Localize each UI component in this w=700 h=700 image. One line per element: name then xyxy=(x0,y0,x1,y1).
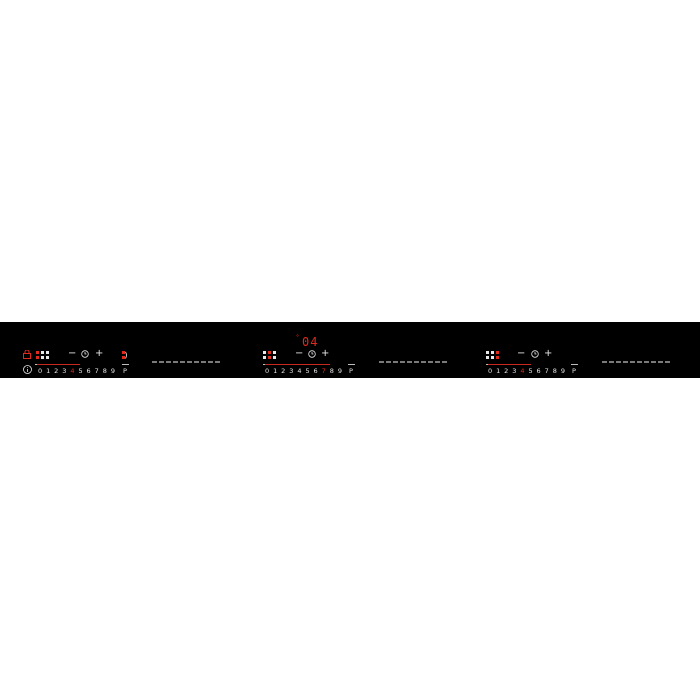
level-9[interactable]: 9 xyxy=(110,367,115,375)
minus-button[interactable]: − xyxy=(295,348,304,359)
zone-indicator-dashes xyxy=(602,361,670,363)
timer-icon[interactable] xyxy=(531,350,539,358)
level-6[interactable]: 6 xyxy=(86,367,91,375)
level-7[interactable]: 7 xyxy=(544,367,549,375)
level-5[interactable]: 5 xyxy=(305,367,310,375)
level-3[interactable]: 3 xyxy=(62,367,67,375)
level-1[interactable]: 1 xyxy=(46,367,51,375)
level-3[interactable]: 3 xyxy=(512,367,517,375)
level-5[interactable]: 5 xyxy=(528,367,533,375)
level-6[interactable]: 6 xyxy=(536,367,541,375)
level-4[interactable]: 4 xyxy=(70,367,75,375)
plus-button[interactable]: + xyxy=(321,348,330,359)
display-indicator: ° xyxy=(296,334,299,341)
level-2[interactable]: 2 xyxy=(281,367,286,375)
zone-select-icon[interactable] xyxy=(263,351,278,361)
power-boost-button[interactable]: P xyxy=(349,367,353,375)
power-boost-underline xyxy=(122,364,129,365)
level-5[interactable]: 5 xyxy=(78,367,83,375)
zone-indicator-dashes xyxy=(379,361,447,363)
plus-button[interactable]: + xyxy=(544,348,553,359)
level-0[interactable]: 0 xyxy=(37,367,43,375)
cooking-zone-2: ° 04 − + 0 1 2 3 4 5 6 7 8 9 P xyxy=(258,322,458,378)
info-icon[interactable] xyxy=(23,365,32,374)
level-8[interactable]: 8 xyxy=(102,367,107,375)
level-4[interactable]: 4 xyxy=(297,367,302,375)
zone-select-icon[interactable] xyxy=(486,351,501,361)
bridge-icon[interactable] xyxy=(122,351,128,360)
minus-button[interactable]: − xyxy=(68,348,77,359)
power-level-bar xyxy=(488,364,531,365)
level-3[interactable]: 3 xyxy=(289,367,294,375)
level-7[interactable]: 7 xyxy=(94,367,99,375)
power-boost-underline xyxy=(571,364,578,365)
hob-control-panel: − + 0 1 2 3 4 5 6 7 8 9 P xyxy=(0,322,700,378)
power-boost-button[interactable]: P xyxy=(572,367,576,375)
power-boost-underline xyxy=(348,364,355,365)
level-9[interactable]: 9 xyxy=(560,367,565,375)
level-1[interactable]: 1 xyxy=(273,367,278,375)
zone-select-icon[interactable] xyxy=(36,351,51,361)
timer-display: 04 xyxy=(302,335,319,349)
plus-button[interactable]: + xyxy=(95,348,104,359)
level-4[interactable]: 4 xyxy=(520,367,525,375)
level-2[interactable]: 2 xyxy=(504,367,509,375)
level-1[interactable]: 1 xyxy=(496,367,501,375)
level-8[interactable]: 8 xyxy=(552,367,557,375)
level-2[interactable]: 2 xyxy=(54,367,59,375)
level-6[interactable]: 6 xyxy=(313,367,318,375)
power-level-bar xyxy=(265,364,330,365)
level-0[interactable]: 0 xyxy=(487,367,493,375)
lock-icon[interactable] xyxy=(23,350,31,359)
timer-icon[interactable] xyxy=(308,350,316,358)
power-slider[interactable]: 0 1 2 3 4 5 6 7 8 9 xyxy=(36,367,117,375)
level-7[interactable]: 7 xyxy=(321,367,326,375)
level-9[interactable]: 9 xyxy=(337,367,342,375)
cooking-zone-1: − + 0 1 2 3 4 5 6 7 8 9 P xyxy=(20,322,240,378)
power-slider[interactable]: 0 1 2 3 4 5 6 7 8 9 xyxy=(263,367,344,375)
power-slider[interactable]: 0 1 2 3 4 5 6 7 8 9 xyxy=(486,367,567,375)
timer-icon[interactable] xyxy=(81,350,89,358)
power-level-bar xyxy=(37,364,80,365)
power-boost-button[interactable]: P xyxy=(123,367,127,375)
level-0[interactable]: 0 xyxy=(264,367,270,375)
minus-button[interactable]: − xyxy=(517,348,526,359)
zone-indicator-dashes xyxy=(152,361,220,363)
level-8[interactable]: 8 xyxy=(329,367,334,375)
cooking-zone-3: − + 0 1 2 3 4 5 6 7 8 9 P xyxy=(482,322,682,378)
